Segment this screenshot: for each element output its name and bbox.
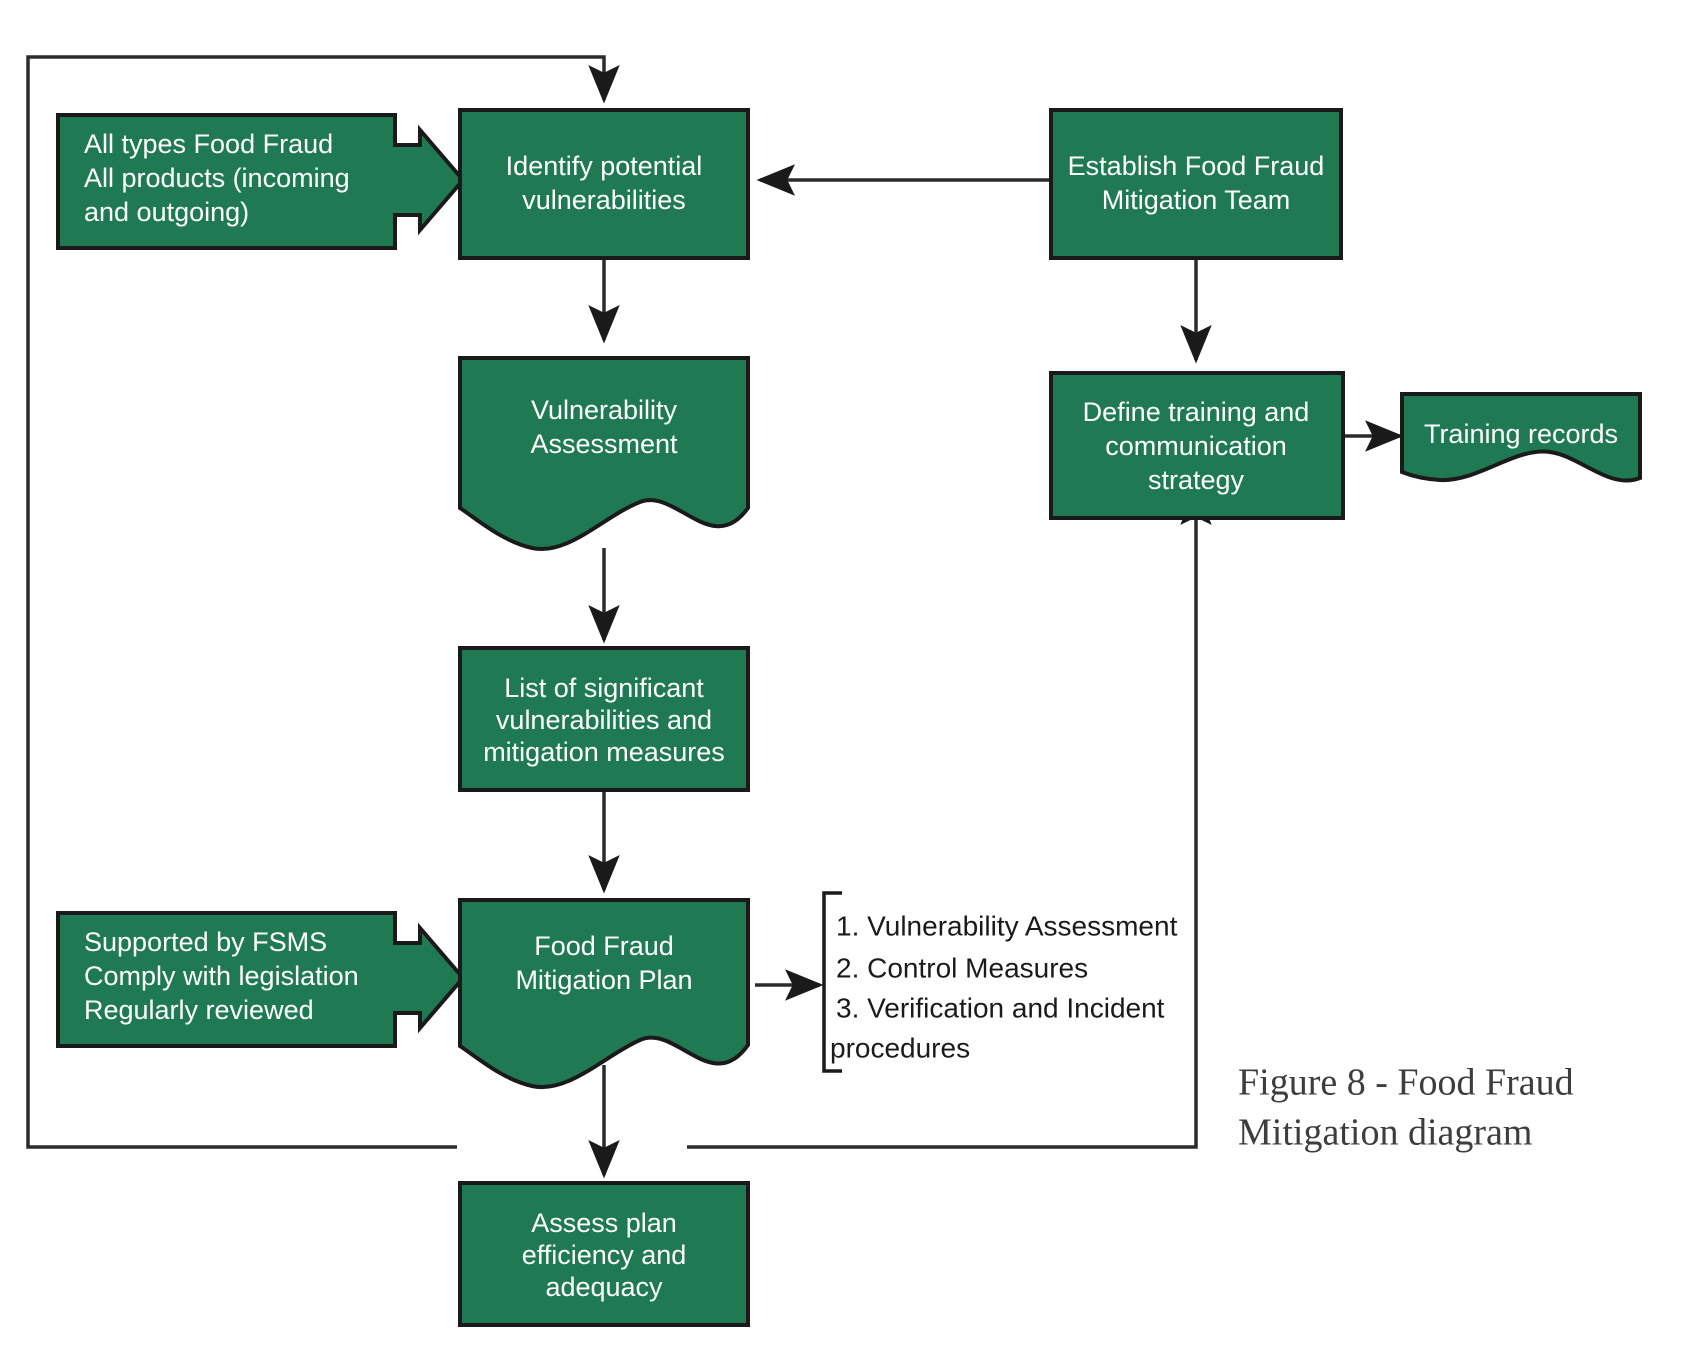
training-records-label: Training records — [1424, 419, 1618, 449]
node-training-records[interactable]: Training records — [1400, 392, 1642, 483]
assess-plan-line2: efficiency and — [522, 1240, 687, 1270]
supported-arrow-line2: Comply with legislation — [84, 961, 359, 991]
inputs-arrow-line1: All types Food Fraud — [84, 129, 333, 159]
list-significant-line3: mitigation measures — [483, 737, 725, 767]
node-food-fraud-mitigation-plan[interactable]: Food Fraud Mitigation Plan — [458, 898, 750, 1090]
establish-team-line2: Mitigation Team — [1102, 185, 1291, 215]
establish-team-line1: Establish Food Fraud — [1068, 151, 1325, 181]
mitigation-plan-line2: Mitigation Plan — [515, 965, 692, 995]
node-list-significant-vulnerabilities[interactable]: List of significant vulnerabilities and … — [458, 646, 750, 792]
identify-line1: Identify potential — [506, 151, 703, 181]
plan-contents-list: 1. Vulnerability Assessment 2. Control M… — [830, 910, 1178, 1063]
figure-caption-line1: Figure 8 - Food Fraud — [1238, 1062, 1574, 1104]
list-significant-line1: List of significant — [504, 673, 704, 703]
supported-arrow-line3: Regularly reviewed — [84, 995, 314, 1025]
plan-contents-bracket — [822, 891, 842, 1073]
assess-plan-line3: adequacy — [545, 1272, 663, 1302]
node-vulnerability-assessment[interactable]: Vulnerability Assessment — [458, 356, 750, 552]
vulnerability-assessment-line2: Assessment — [530, 429, 678, 459]
node-assess-plan[interactable]: Assess plan efficiency and adequacy — [458, 1181, 750, 1327]
connector-assess-to-identify-feedback — [26, 55, 620, 1149]
plan-contents-item-3-continued: procedures — [830, 1032, 970, 1063]
plan-contents-item-3: 3. Verification and Incident — [836, 992, 1165, 1023]
figure-caption-line2: Mitigation diagram — [1238, 1112, 1532, 1154]
node-define-training-strategy[interactable]: Define training and communication strate… — [1049, 371, 1345, 520]
list-significant-line2: vulnerabilities and — [496, 705, 712, 735]
plan-contents-item-1: 1. Vulnerability Assessment — [836, 910, 1178, 941]
mitigation-plan-line1: Food Fraud — [534, 931, 674, 961]
node-identify-potential-vulnerabilities[interactable]: Identify potential vulnerabilities — [458, 108, 750, 260]
supported-arrow-line1: Supported by FSMS — [84, 927, 327, 957]
identify-line2: vulnerabilities — [522, 185, 686, 215]
node-inputs-arrow[interactable]: All types Food Fraud All products (incom… — [56, 113, 466, 250]
assess-plan-line1: Assess plan — [531, 1208, 677, 1238]
define-training-line2: communication — [1105, 431, 1287, 461]
plan-contents-item-2: 2. Control Measures — [836, 952, 1088, 983]
define-training-line3: strategy — [1148, 465, 1245, 495]
define-training-line1: Define training and — [1083, 397, 1310, 427]
vulnerability-assessment-line1: Vulnerability — [531, 395, 678, 425]
node-establish-food-fraud-mitigation-team[interactable]: Establish Food Fraud Mitigation Team — [1049, 108, 1343, 260]
connector-assess-to-define-training-feedback — [687, 486, 1212, 1149]
figure-caption: Figure 8 - Food Fraud Mitigation diagram — [1238, 1062, 1574, 1154]
node-supported-arrow[interactable]: Supported by FSMS Comply with legislatio… — [56, 911, 466, 1048]
inputs-arrow-line3: and outgoing) — [84, 197, 249, 227]
inputs-arrow-line2: All products (incoming — [84, 163, 350, 193]
